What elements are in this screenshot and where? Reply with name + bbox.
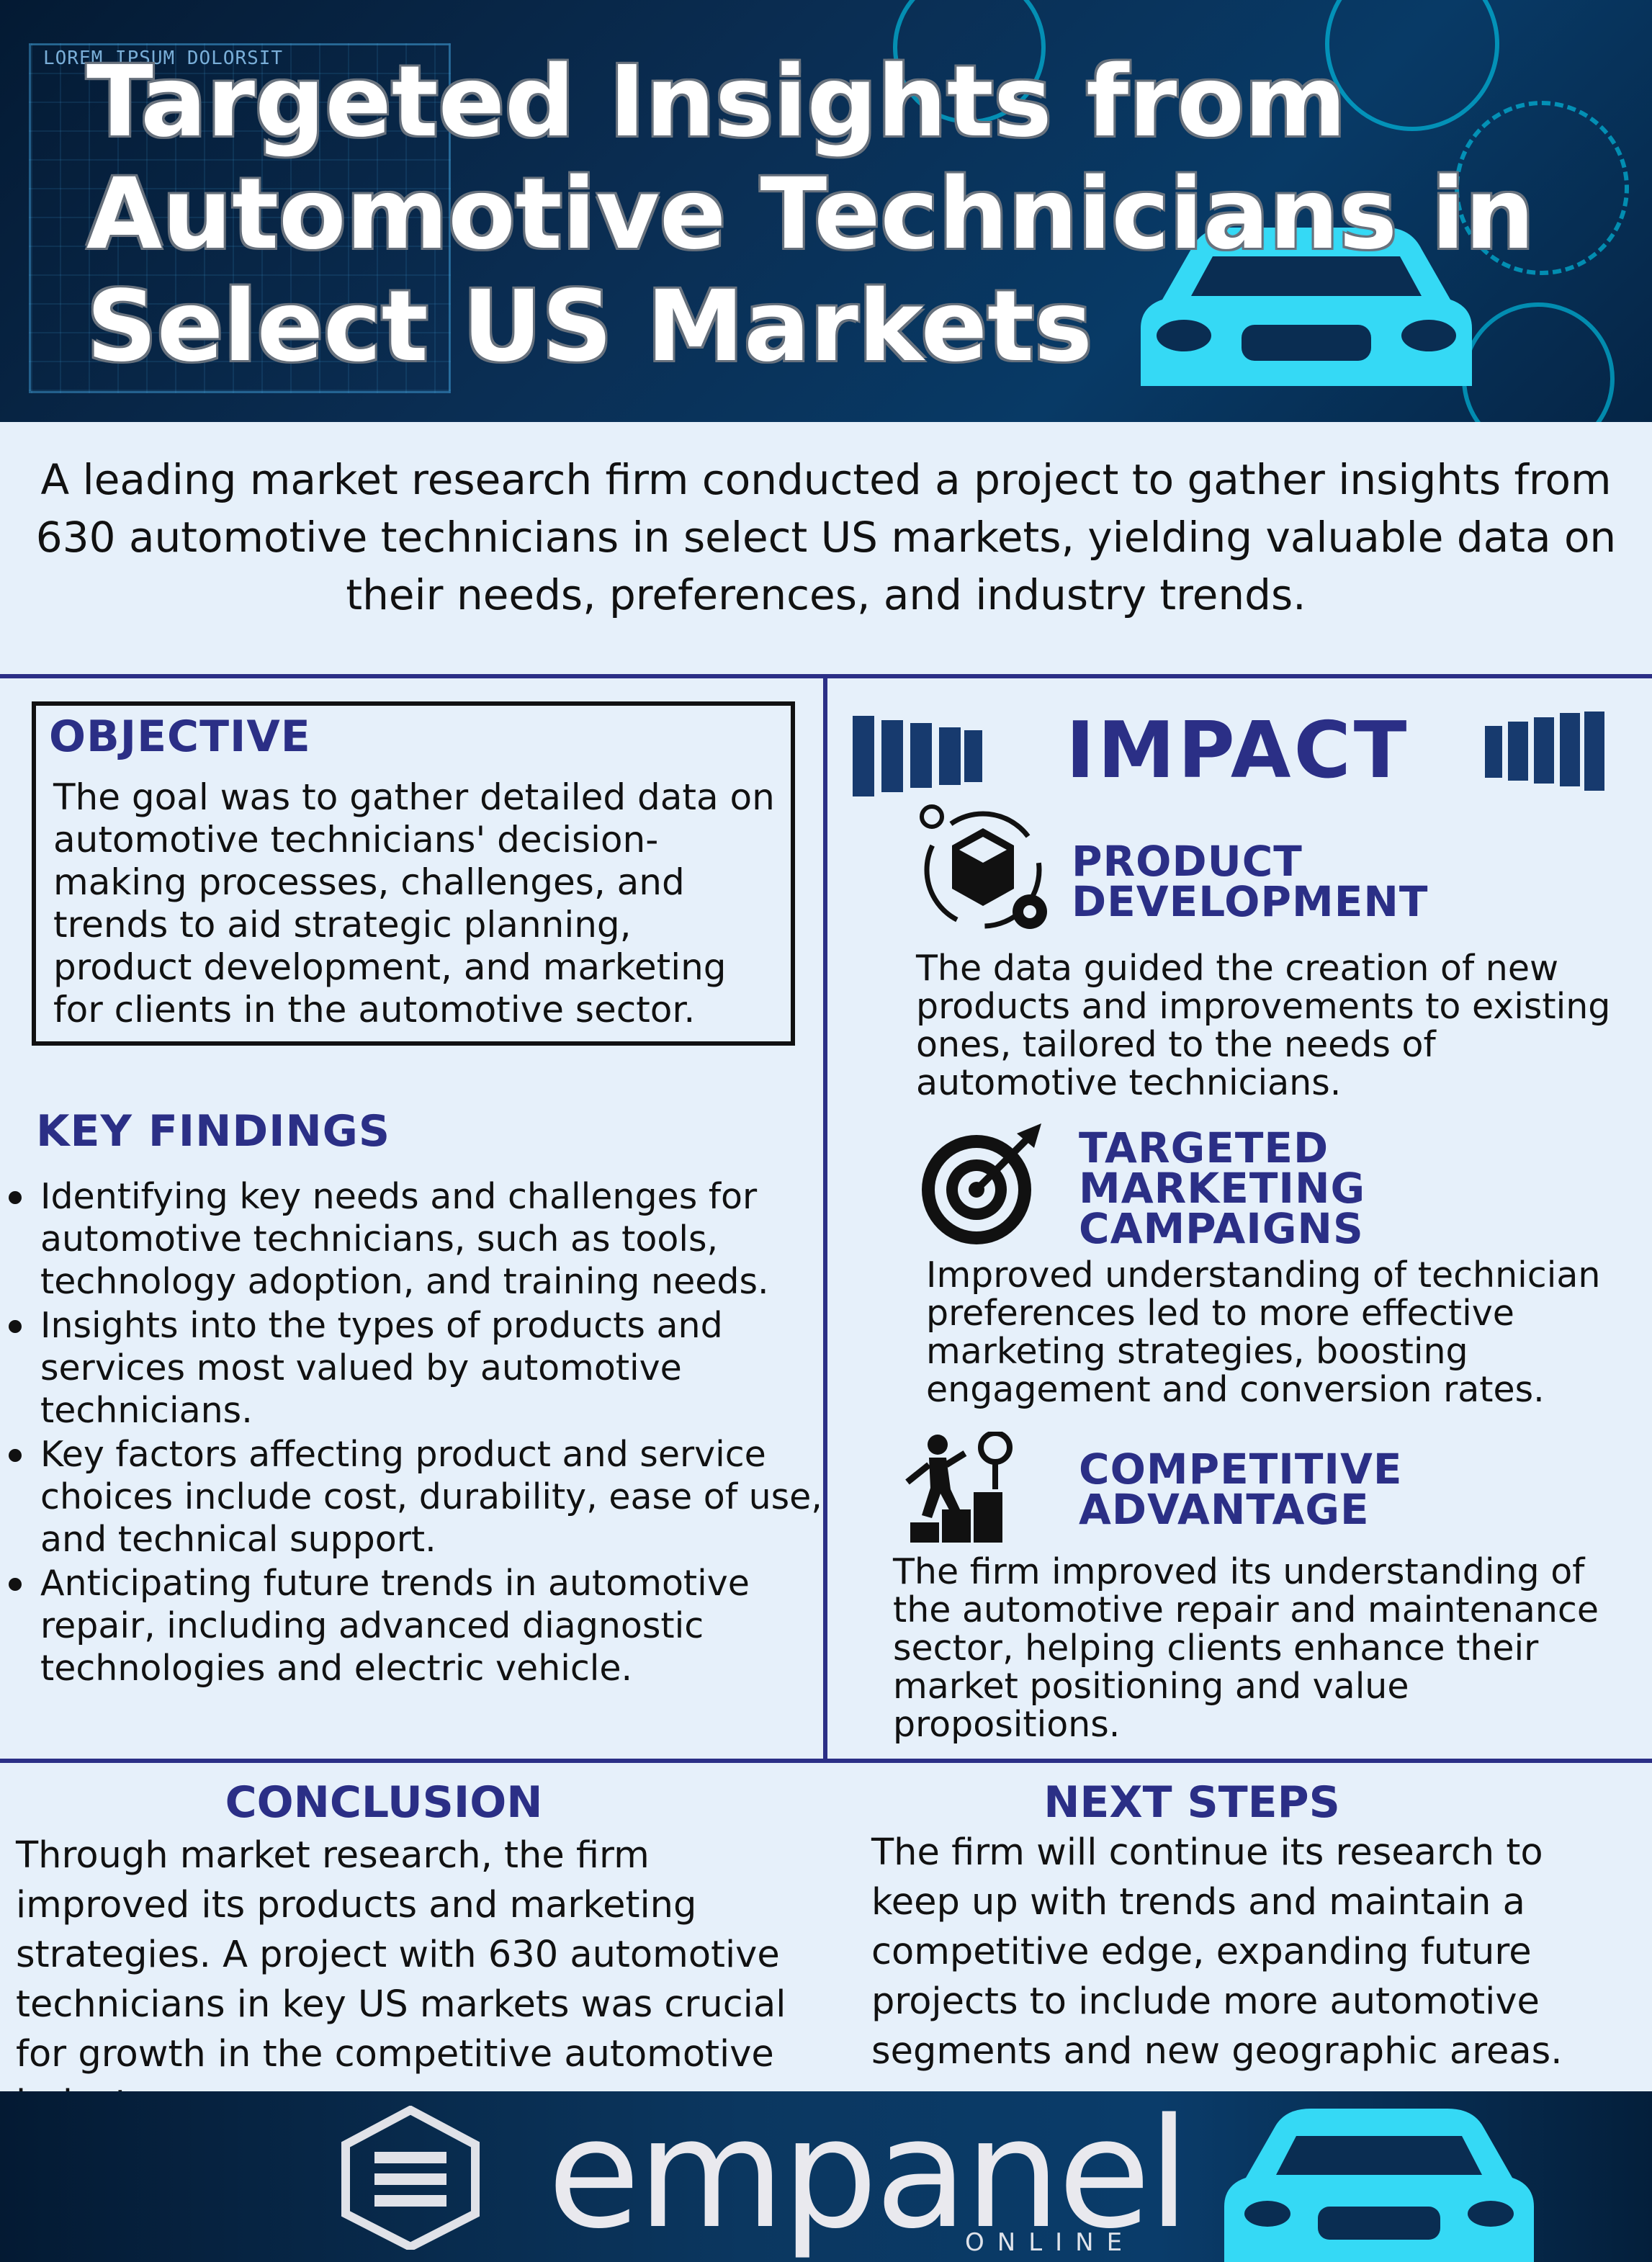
key-findings-title: KEY FINDINGS (36, 1106, 391, 1157)
objective-title: OBJECTIVE (49, 712, 311, 762)
objective-text: The goal was to gather detailed data on … (53, 776, 775, 1031)
car-icon (1224, 2109, 1534, 2262)
impact-text-product-development: The data guided the creation of new prod… (916, 948, 1611, 1103)
heading-line: ADVANTAGE (1079, 1485, 1370, 1534)
impact-heading-targeted-marketing: TARGETED MARKETING CAMPAIGNS (1079, 1123, 1366, 1253)
brand-subtitle: ONLINE (965, 2228, 1136, 2257)
car-icon (1141, 228, 1472, 386)
list-item: Identifying key needs and challenges for… (9, 1175, 840, 1303)
heading-line: CAMPAIGNS (1079, 1204, 1364, 1253)
list-item: Anticipating future trends in automotive… (9, 1562, 840, 1689)
heading-line: COMPETITIVE (1079, 1445, 1403, 1494)
dashboard-graphic (29, 43, 451, 393)
conclusion-title: CONCLUSION (225, 1777, 543, 1828)
bars-decoration-left (853, 716, 982, 796)
key-findings-list: Identifying key needs and challenges for… (0, 1175, 840, 1691)
gauge-icon (893, 0, 1046, 124)
impact-heading-competitive-advantage: COMPETITIVE ADVANTAGE (1079, 1445, 1403, 1534)
empanel-logo-icon (341, 2106, 480, 2250)
impact-title: IMPACT (1066, 706, 1410, 796)
page-title: Targeted Insights from Automotive Techni… (86, 45, 1535, 384)
brand-name: empanel (547, 2091, 1190, 2262)
intro-section: A leading market research firm conducted… (0, 422, 1652, 676)
objective-box: OBJECTIVE The goal was to gather detaile… (32, 701, 795, 1046)
list-item: Key factors affecting product and servic… (9, 1433, 840, 1561)
conclusion-text: Through market research, the firm improv… (16, 1834, 786, 2125)
heading-line: MARKETING (1079, 1164, 1366, 1213)
footer-banner: empanel ONLINE (0, 2091, 1652, 2262)
header-banner: LOREM IPSUM DOLORSIT Targeted Insights f… (0, 0, 1652, 422)
bars-decoration-right (1485, 712, 1604, 791)
intro-text: A leading market research firm conducted… (35, 455, 1617, 619)
divider (823, 677, 827, 1761)
impact-heading-product-development: PRODUCT DEVELOPMENT (1072, 837, 1429, 926)
list-item: Insights into the types of products and … (9, 1304, 840, 1432)
target-icon (922, 1123, 1041, 1244)
speedometer-icon (1455, 101, 1629, 275)
heading-line: TARGETED (1079, 1123, 1329, 1172)
product-cycle-icon (920, 804, 1047, 929)
impact-text-competitive-advantage: The firm improved its understanding of t… (893, 1551, 1599, 1745)
heading-line: DEVELOPMENT (1072, 877, 1429, 926)
divider (0, 674, 1652, 678)
banner-label: LOREM IPSUM DOLORSIT (43, 48, 284, 69)
podium-person-icon (905, 1432, 1013, 1543)
next-steps-text: The firm will continue its research to k… (871, 1831, 1563, 2073)
heading-line: PRODUCT (1072, 837, 1303, 886)
divider (0, 1759, 1652, 1763)
next-steps-title: NEXT STEPS (1043, 1777, 1340, 1828)
impact-text-targeted-marketing: Improved understanding of technician pre… (926, 1255, 1601, 1410)
